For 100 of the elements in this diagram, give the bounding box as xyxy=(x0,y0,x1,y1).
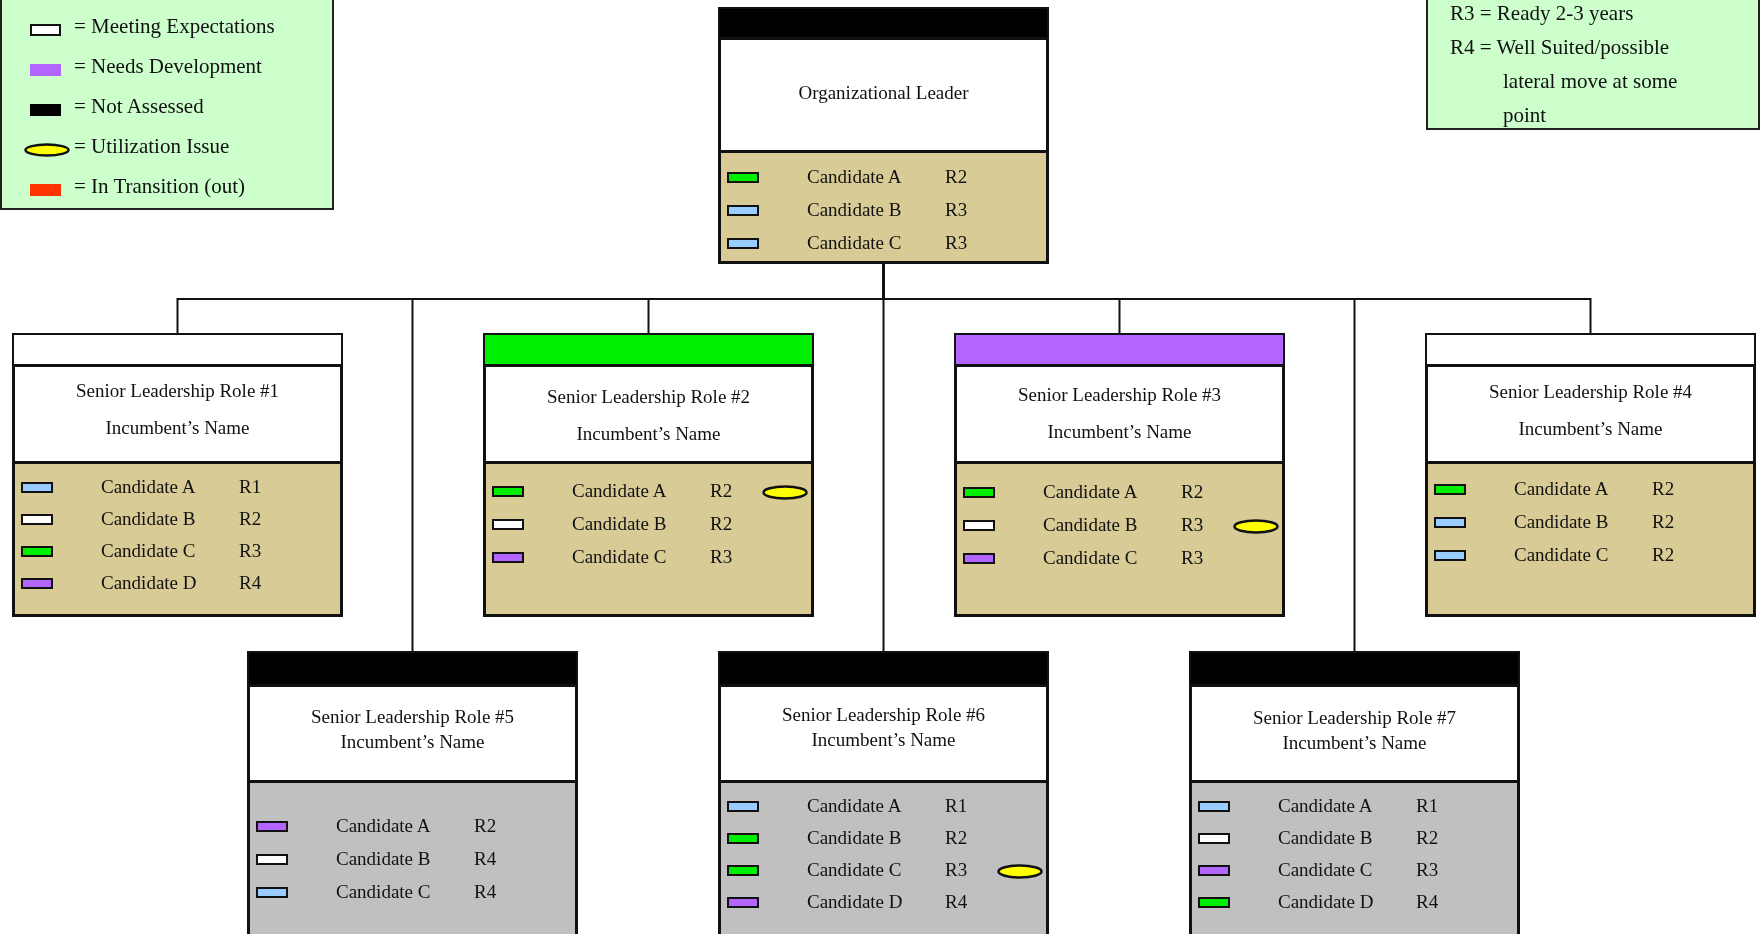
candidate-name: Candidate D xyxy=(1278,891,1374,913)
status-bar xyxy=(247,651,578,686)
candidate-panel xyxy=(12,461,343,617)
candidate-name: Candidate C xyxy=(807,232,902,254)
candidate-name: Candidate B xyxy=(101,508,196,530)
role-title-box xyxy=(12,364,343,464)
readiness-rating: R3 xyxy=(710,546,733,568)
legend-label: = Needs Development xyxy=(74,54,262,79)
readiness-rating: R3 xyxy=(945,199,968,221)
candidate-name: Candidate A xyxy=(336,815,431,837)
candidate-name: Candidate C xyxy=(1043,547,1138,569)
role-title: Senior Leadership Role #3 xyxy=(1017,384,1222,406)
candidate-panel xyxy=(247,780,578,934)
readiness-rating: R4 xyxy=(474,848,497,870)
status-bar xyxy=(954,333,1285,366)
candidate-name: Candidate B xyxy=(1043,514,1138,536)
candidate-name: Candidate C xyxy=(807,859,902,881)
incumbent-name: Incumbent’s Name xyxy=(811,729,956,751)
readiness-rating: R2 xyxy=(239,508,262,530)
status-bar xyxy=(1189,651,1520,686)
readiness-rating: R2 xyxy=(710,513,733,535)
candidate-name: Candidate A xyxy=(1278,795,1373,817)
role-title: Organizational Leader xyxy=(798,82,969,104)
candidate-panel xyxy=(954,461,1285,617)
role-title-box xyxy=(1425,364,1756,464)
readiness-rating: R3 xyxy=(945,859,968,881)
readiness-rating: R1 xyxy=(239,476,262,498)
status-bar xyxy=(718,651,1049,686)
candidate-name: Candidate B xyxy=(807,199,902,221)
readiness-rating: R2 xyxy=(1652,478,1675,500)
readiness-definition: R3 = Ready 2-3 years xyxy=(1450,0,1635,27)
legend-label: = Utilization Issue xyxy=(74,134,230,159)
legend-label: = Not Assessed xyxy=(74,94,204,119)
status-bar xyxy=(1425,333,1756,366)
legend-label: = Meeting Expectations xyxy=(74,14,275,39)
readiness-rating: R3 xyxy=(945,232,968,254)
candidate-name: Candidate B xyxy=(1514,511,1609,533)
candidate-name: Candidate B xyxy=(1278,827,1373,849)
candidate-panel xyxy=(718,150,1049,264)
readiness-rating: R2 xyxy=(945,827,968,849)
role-title-box xyxy=(718,37,1049,153)
readiness-rating: R2 xyxy=(945,166,968,188)
readiness-rating: R1 xyxy=(945,795,968,817)
readiness-rating: R3 xyxy=(1181,547,1204,569)
status-bar xyxy=(483,333,814,366)
readiness-rating: R4 xyxy=(239,572,262,594)
role-title: Senior Leadership Role #5 xyxy=(310,706,515,728)
incumbent-name: Incumbent’s Name xyxy=(1518,418,1663,440)
readiness-rating: R2 xyxy=(1181,481,1204,503)
role-title: Senior Leadership Role #7 xyxy=(1252,707,1457,729)
candidate-name: Candidate D xyxy=(101,572,197,594)
readiness-definition: R4 = Well Suited/possible lateral move at some point xyxy=(1450,34,1679,129)
incumbent-name: Incumbent’s Name xyxy=(1047,421,1192,443)
incumbent-name: Incumbent’s Name xyxy=(1282,732,1427,754)
readiness-rating: R2 xyxy=(710,480,733,502)
readiness-rating: R1 xyxy=(1416,795,1439,817)
readiness-rating: R2 xyxy=(1416,827,1439,849)
readiness-rating: R2 xyxy=(474,815,497,837)
candidate-name: Candidate C xyxy=(101,540,196,562)
candidate-name: Candidate C xyxy=(336,881,431,903)
role-title-box xyxy=(954,364,1285,464)
status-bar xyxy=(718,7,1049,39)
incumbent-name: Incumbent’s Name xyxy=(340,731,485,753)
role-title: Senior Leadership Role #4 xyxy=(1488,381,1693,403)
role-title-box xyxy=(483,364,814,464)
role-title: Senior Leadership Role #6 xyxy=(781,704,986,726)
role-title-box xyxy=(1189,684,1520,783)
candidate-name: Candidate A xyxy=(1043,481,1138,503)
candidate-name: Candidate A xyxy=(1514,478,1609,500)
candidate-name: Candidate A xyxy=(807,795,902,817)
readiness-rating: R3 xyxy=(1416,859,1439,881)
candidate-name: Candidate A xyxy=(572,480,667,502)
candidate-name: Candidate A xyxy=(807,166,902,188)
readiness-rating: R3 xyxy=(239,540,262,562)
candidate-panel xyxy=(1425,461,1756,617)
role-title-box xyxy=(718,684,1049,783)
readiness-rating: R3 xyxy=(1181,514,1204,536)
candidate-panel xyxy=(718,780,1049,934)
candidate-name: Candidate B xyxy=(807,827,902,849)
status-bar xyxy=(12,333,343,366)
candidate-panel xyxy=(1189,780,1520,934)
candidate-name: Candidate B xyxy=(572,513,667,535)
candidate-name: Candidate C xyxy=(1278,859,1373,881)
incumbent-name: Incumbent’s Name xyxy=(105,417,250,439)
readiness-rating: R2 xyxy=(1652,511,1675,533)
readiness-rating: R4 xyxy=(474,881,497,903)
readiness-rating: R4 xyxy=(1416,891,1439,913)
role-title: Senior Leadership Role #1 xyxy=(75,380,280,402)
incumbent-name: Incumbent’s Name xyxy=(576,423,721,445)
role-title-box xyxy=(247,684,578,783)
legend-label: = In Transition (out) xyxy=(74,174,246,199)
readiness-rating: R4 xyxy=(945,891,968,913)
readiness-rating: R2 xyxy=(1652,544,1675,566)
candidate-name: Candidate D xyxy=(807,891,903,913)
candidate-name: Candidate A xyxy=(101,476,196,498)
candidate-panel xyxy=(483,461,814,617)
candidate-name: Candidate C xyxy=(1514,544,1609,566)
candidate-name: Candidate C xyxy=(572,546,667,568)
candidate-name: Candidate B xyxy=(336,848,431,870)
role-title: Senior Leadership Role #2 xyxy=(546,386,751,408)
